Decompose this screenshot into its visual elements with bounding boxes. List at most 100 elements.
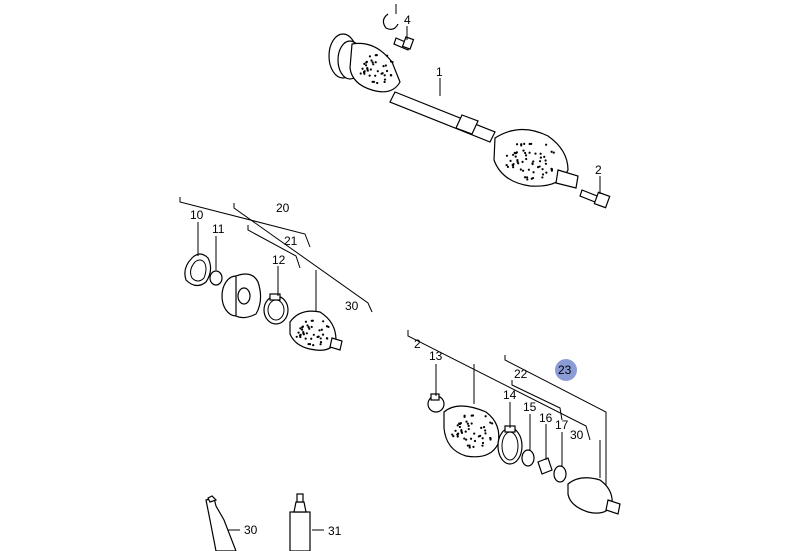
callout-4: 4 [404,13,411,27]
texture-dot [390,74,393,77]
texture-dot [463,414,466,417]
texture-dot [326,337,329,340]
callout-22: 22 [514,367,528,381]
texture-dot [299,327,302,330]
texture-dot [514,155,517,158]
bracket-22 [511,380,563,421]
texture-dot [516,158,519,162]
texture-dot [460,430,463,433]
grease-tube-part-30 [205,495,237,551]
bolt-part-4 [393,36,415,51]
texture-dot [374,74,377,77]
texture-dot [383,78,387,81]
texture-dot [389,60,393,63]
bracket-20 [179,197,311,248]
texture-dot [541,168,544,171]
texture-dot [541,176,544,179]
texture-dot [301,328,304,331]
callout-23-highlight[interactable]: 23 [555,359,577,381]
texture-dot [465,438,468,441]
texture-dot [528,142,531,146]
callout-30-bottom: 30 [244,523,258,537]
drive-shaft-assembly [328,33,579,189]
texture-dot [481,444,484,447]
texture-dot [480,426,483,429]
texture-dot [466,444,469,447]
callout-1: 1 [436,65,443,79]
texture-dot [465,420,468,423]
texture-dot [509,159,512,163]
texture-dot [525,176,529,179]
texture-dot [368,55,372,58]
texture-dot [359,72,362,75]
texture-dot [473,432,476,435]
texture-dot [484,432,487,435]
texture-dot [527,168,530,171]
texture-dot [385,69,389,73]
texture-dot [310,319,313,322]
callout-10: 10 [190,208,204,222]
texture-dot [383,74,386,77]
texture-dot [512,162,515,166]
texture-dot [469,437,473,440]
ring-part-17 [553,465,567,483]
texture-dot [322,320,325,323]
texture-dot [456,424,459,427]
texture-dot [312,333,315,336]
texture-dot [545,171,548,174]
texture-dot [544,162,548,165]
bracket-2-right [407,330,591,441]
texture-dot [550,169,553,172]
texture-dot [308,343,312,346]
ring-part-11 [209,270,223,286]
texture-dot [523,142,526,145]
texture-dot [481,441,485,445]
texture-dot [489,421,492,424]
texture-dot [371,61,374,64]
texture-dot [545,143,548,146]
texture-dot [515,143,519,146]
texture-dot [482,426,486,429]
texture-dot [484,415,487,418]
texture-dot [466,422,469,425]
clip-part [382,13,399,30]
texture-dot [319,343,322,346]
texture-dot [473,439,477,443]
texture-dot [505,154,509,157]
texture-dot [468,446,471,449]
texture-dot [361,67,364,70]
texture-dot [319,337,322,340]
texture-dot [536,166,540,169]
texture-dot [456,435,459,438]
texture-dot [470,422,473,425]
texture-dot [521,169,525,172]
texture-dot [515,151,518,154]
texture-dot [544,159,547,162]
texture-dot [383,80,386,84]
texture-dot [325,325,329,328]
texture-dot [505,163,508,167]
texture-dot [299,333,302,336]
texture-dot [543,155,546,158]
texture-dot [481,437,484,440]
ring-part-15 [521,449,535,467]
bracket-30-left [233,203,373,313]
texture-dot [363,70,366,73]
texture-dot [374,61,377,64]
texture-dot [519,168,522,171]
callout-30-left: 30 [345,299,359,313]
sleeve-part-16 [537,457,553,475]
texture-dot [380,72,383,75]
texture-dot [458,425,462,429]
bracket-21 [247,225,301,269]
callout-17: 17 [555,418,569,432]
bolt-part-2 [579,189,611,209]
texture-dot [516,160,519,163]
callout-23: 23 [558,363,572,377]
texture-dot [374,54,377,57]
texture-dot [297,331,300,334]
texture-dot [320,328,323,331]
callout-13: 13 [429,349,443,363]
callout-15: 15 [523,400,537,414]
